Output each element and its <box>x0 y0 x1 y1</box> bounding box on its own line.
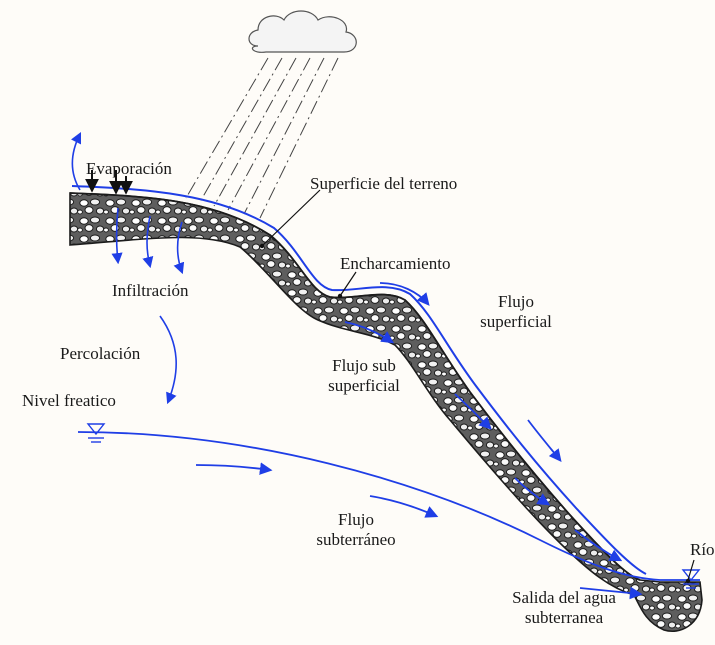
label-flujo-sub-line1: Flujo sub <box>316 356 412 376</box>
surface-pointer-dot <box>260 244 264 248</box>
label-nivel-freatico: Nivel freatico <box>22 391 116 411</box>
ponding-pointer-dot <box>338 294 342 298</box>
percolation-arrow <box>160 316 176 402</box>
label-encharcamiento: Encharcamiento <box>340 254 450 274</box>
label-salida-agua-subterranea: Salida del agua subterranea <box>496 588 632 628</box>
label-superficie-terreno: Superficie del terreno <box>310 174 457 194</box>
label-flujo-sub-superficial: Flujo sub superficial <box>316 356 412 396</box>
label-flujo-superficial-line1: Flujo <box>468 292 564 312</box>
river-pointer-dot <box>686 579 690 583</box>
label-percolacion: Percolación <box>60 344 140 364</box>
label-flujo-superficial-line2: superficial <box>468 312 564 332</box>
label-flujo-sub-line2: superficial <box>316 376 412 396</box>
label-flujo-subterraneo-line1: Flujo <box>296 510 416 530</box>
label-salida-line1: Salida del agua <box>496 588 632 608</box>
label-flujo-subterraneo: Flujo subterráneo <box>296 510 416 550</box>
label-flujo-subterraneo-line2: subterráneo <box>296 530 416 550</box>
label-rio: Río <box>690 540 715 560</box>
label-evaporacion: Evaporación <box>86 159 172 179</box>
label-salida-line2: subterranea <box>496 608 632 628</box>
cloud-icon <box>249 11 356 52</box>
label-flujo-superficial: Flujo superficial <box>468 292 564 332</box>
label-infiltracion: Infiltración <box>112 281 188 301</box>
